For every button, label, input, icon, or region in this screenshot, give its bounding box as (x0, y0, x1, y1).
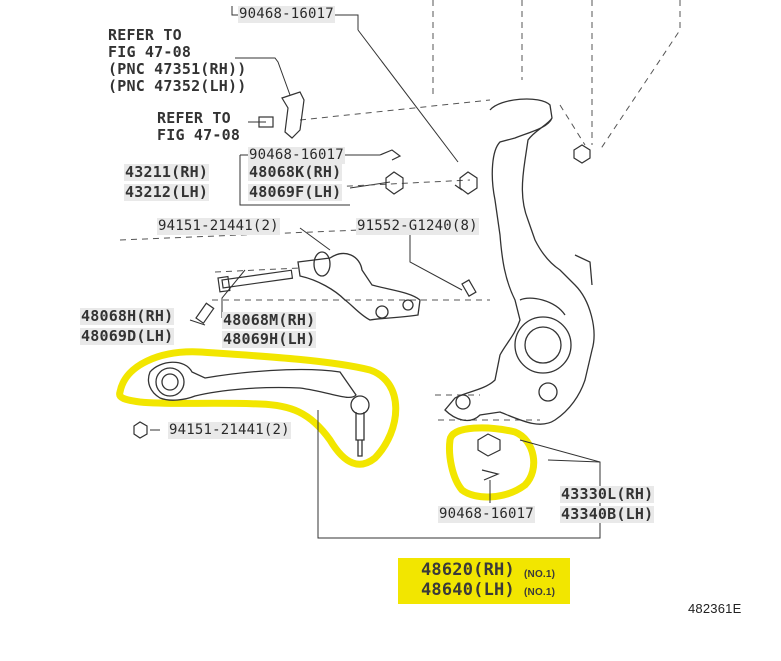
highlight-nut (446, 424, 538, 501)
part-48640: 48640(LH) (421, 580, 515, 600)
highlight-lower-arm (116, 348, 400, 468)
ref-label-5: REFER TO (157, 109, 231, 127)
ref-label-4: (PNC 47352(LH)) (108, 77, 247, 95)
nut-left (133, 421, 148, 439)
part-48620-note: (NO.1) (524, 569, 556, 580)
stud-bolt (461, 279, 477, 297)
lower-arm (147, 361, 370, 457)
part-48068m: 48068M(RH) (222, 311, 317, 329)
part-94151-21441-b: 94151-21441(2) (168, 422, 291, 439)
part-48069f: 48069F(LH) (248, 183, 343, 201)
part-43340b: 43340B(LH) (560, 505, 655, 523)
part-90468-16017-top: 90468-16017 (238, 6, 335, 23)
fasteners (133, 91, 591, 481)
bolt-long (221, 269, 294, 289)
part-91552-g1240: 91552-G1240(8) (356, 218, 479, 235)
cotter-pin (481, 469, 500, 481)
part-48069d: 48069D(LH) (80, 327, 175, 345)
part-43211: 43211(RH) (124, 163, 210, 181)
part-90468-16017-bot: 90468-16017 (438, 506, 535, 523)
diagram-code: 482361E (688, 601, 742, 616)
upper-bracket (297, 251, 421, 321)
highlight-markings (116, 348, 538, 501)
ref-label-3: (PNC 47351(RH)) (108, 60, 247, 78)
bracket-clip (281, 91, 305, 139)
ref-label-2: FIG 47-08 (108, 43, 192, 61)
nut-lower (477, 433, 501, 457)
part-48068k: 48068K(RH) (248, 163, 343, 181)
part-48620: 48620(RH) (421, 560, 515, 580)
bolt-stub (195, 302, 215, 324)
part-94151-21441-a: 94151-21441(2) (157, 218, 280, 235)
part-48068h: 48068H(RH) (80, 307, 175, 325)
highlight-part-numbers (398, 558, 570, 604)
part-48069h: 48069H(LH) (222, 330, 317, 348)
ref-label-1: REFER TO (108, 26, 182, 44)
nut-mid (385, 171, 404, 195)
ref-label-6: FIG 47-08 (157, 126, 241, 144)
part-43330l: 43330L(RH) (560, 485, 655, 503)
part-43212: 43212(LH) (124, 183, 210, 201)
part-48640-note: (NO.1) (524, 587, 556, 598)
nut-knuckle (459, 171, 478, 195)
part-90468-16017-mid: 90468-16017 (248, 147, 345, 164)
steering-knuckle (444, 98, 595, 425)
nut-right (573, 144, 591, 164)
small-bolt (258, 116, 274, 128)
